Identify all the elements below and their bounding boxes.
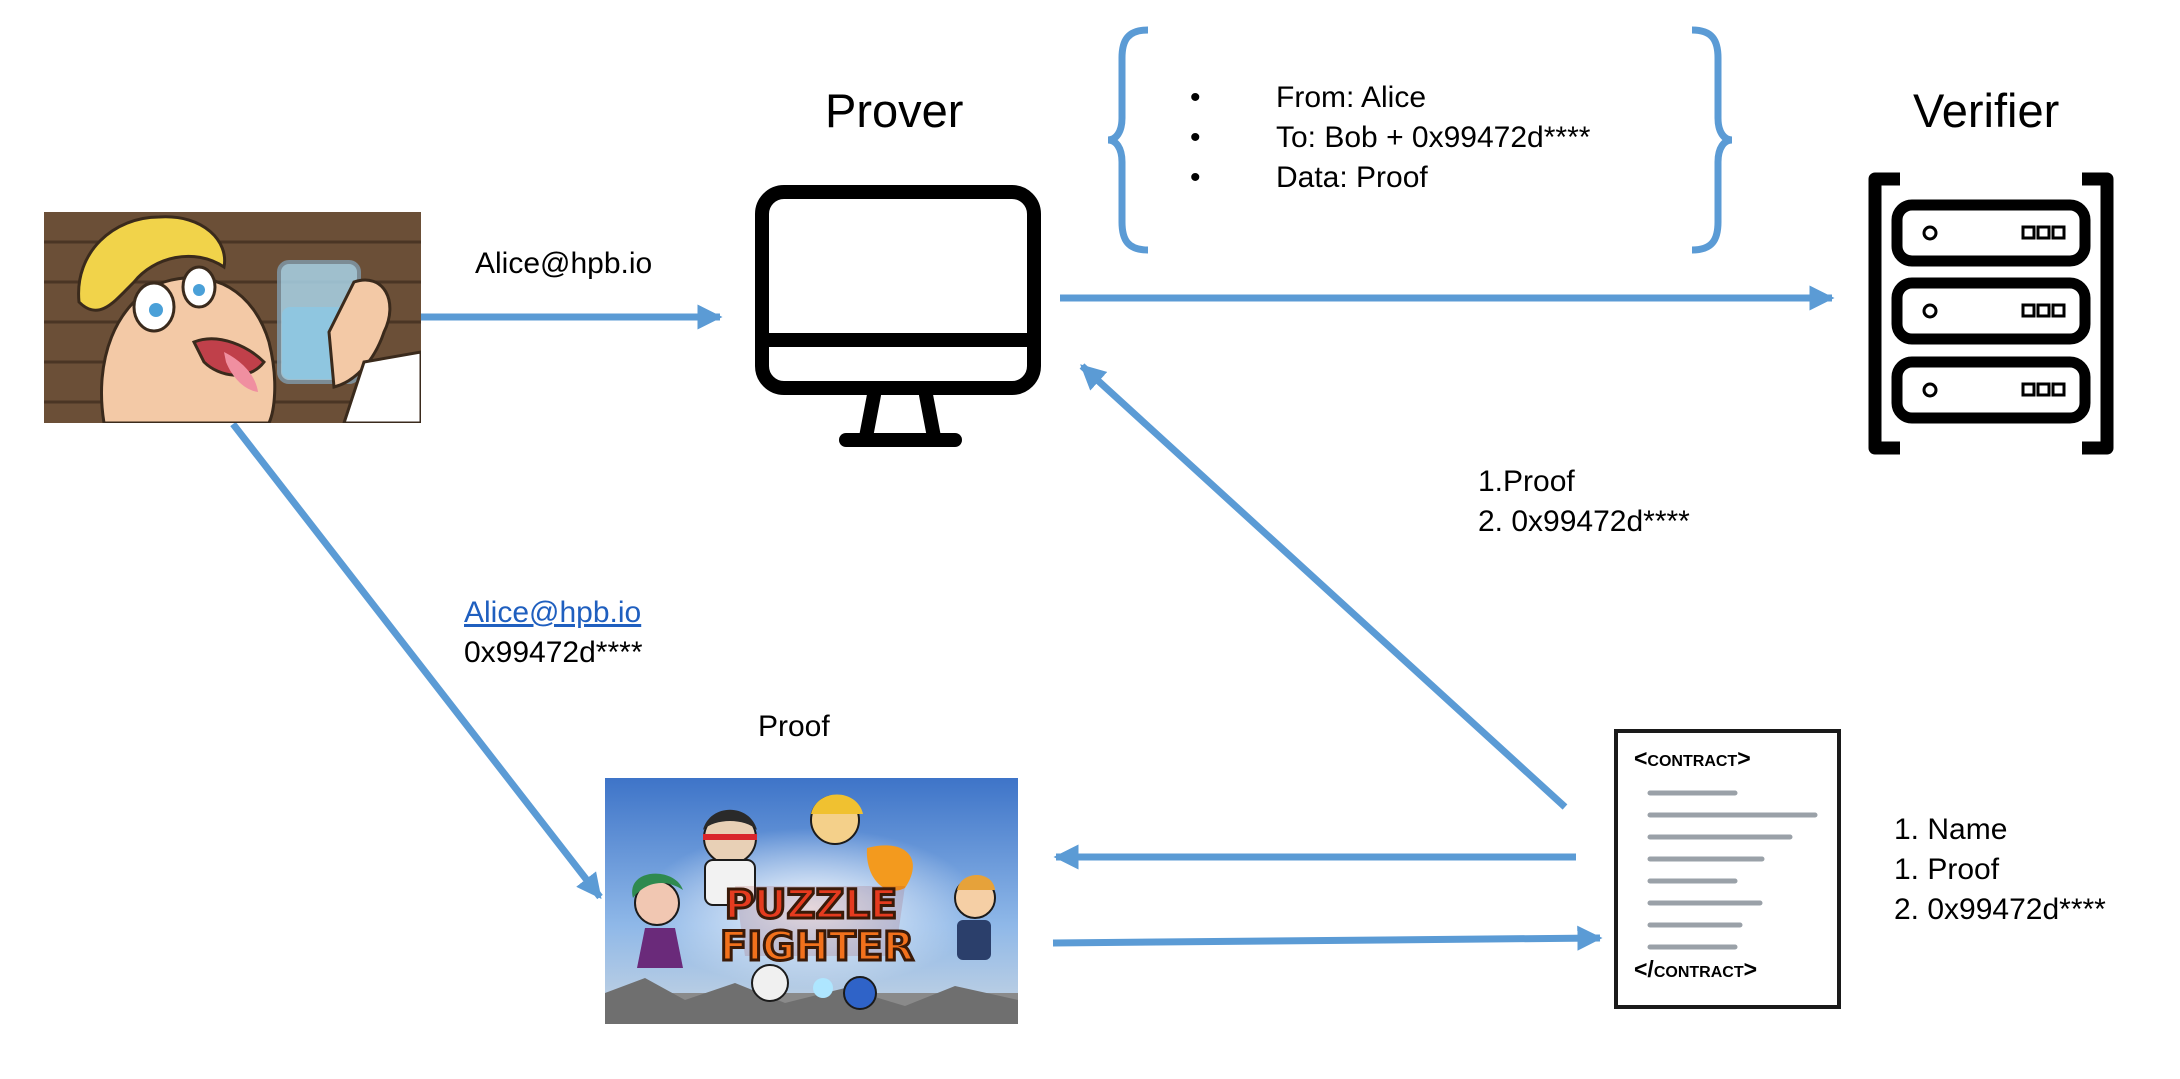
- bullet-icon: •: [1190, 81, 1201, 114]
- server-rack-icon: [1868, 172, 2114, 455]
- message-item-text: To: Bob + 0x99472d****: [1276, 121, 1591, 154]
- game-title-label: Proof: [758, 710, 830, 743]
- message-item-text: From: Alice: [1276, 81, 1427, 114]
- user-cartoon-image: [44, 212, 421, 423]
- user-to-prover-label: Alice@hpb.io: [475, 247, 653, 280]
- verifier-title: Verifier: [1913, 84, 2060, 137]
- svg-text:PUZZLE: PUZZLE: [725, 882, 898, 928]
- message-item-data: • Data: Proof: [1190, 158, 1590, 198]
- user-email-link[interactable]: Alice@hpb.io: [464, 596, 642, 629]
- bullet-icon: •: [1190, 121, 1201, 154]
- contract-field-item: 1. Proof: [1894, 853, 2000, 886]
- desktop-monitor-icon: [755, 185, 1041, 447]
- arrow-user-to-game: [230, 421, 603, 900]
- bullet-icon: •: [1190, 161, 1201, 194]
- contract-field-item: 1. Name: [1894, 813, 2008, 846]
- message-box: • From: Alice • To: Bob + 0x99472d**** •…: [1190, 78, 1590, 198]
- message-item-from: • From: Alice: [1190, 78, 1590, 118]
- prover-title: Prover: [825, 84, 964, 137]
- contract-fields-list: 1. Name 1. Proof 2. 0x99472d****: [1894, 810, 2106, 930]
- contract-to-prover-label-1: 1.Proof: [1478, 465, 1575, 498]
- message-item-to: • To: Bob + 0x99472d****: [1190, 118, 1590, 158]
- message-item-text: Data: Proof: [1276, 161, 1428, 194]
- contract-field-item: 2. 0x99472d****: [1894, 893, 2106, 926]
- svg-text:FIGHTER: FIGHTER: [720, 924, 914, 970]
- arrow-game-to-contract: [1052, 925, 1603, 951]
- left-brace-icon: [1107, 26, 1149, 254]
- contract-to-prover-label-2: 2. 0x99472d****: [1478, 505, 1690, 538]
- contract-close-tag: </contract>: [1634, 956, 1758, 982]
- contract-document-icon: [1614, 729, 1841, 1009]
- right-brace-icon: [1691, 26, 1733, 254]
- puzzle-fighter-game-image: PUZZLE FIGHTER: [605, 778, 1018, 1024]
- arrow-contract-to-prover: [1079, 363, 1568, 810]
- contract-open-tag: <contract>: [1634, 745, 1751, 771]
- user-address-label: 0x99472d****: [464, 636, 643, 669]
